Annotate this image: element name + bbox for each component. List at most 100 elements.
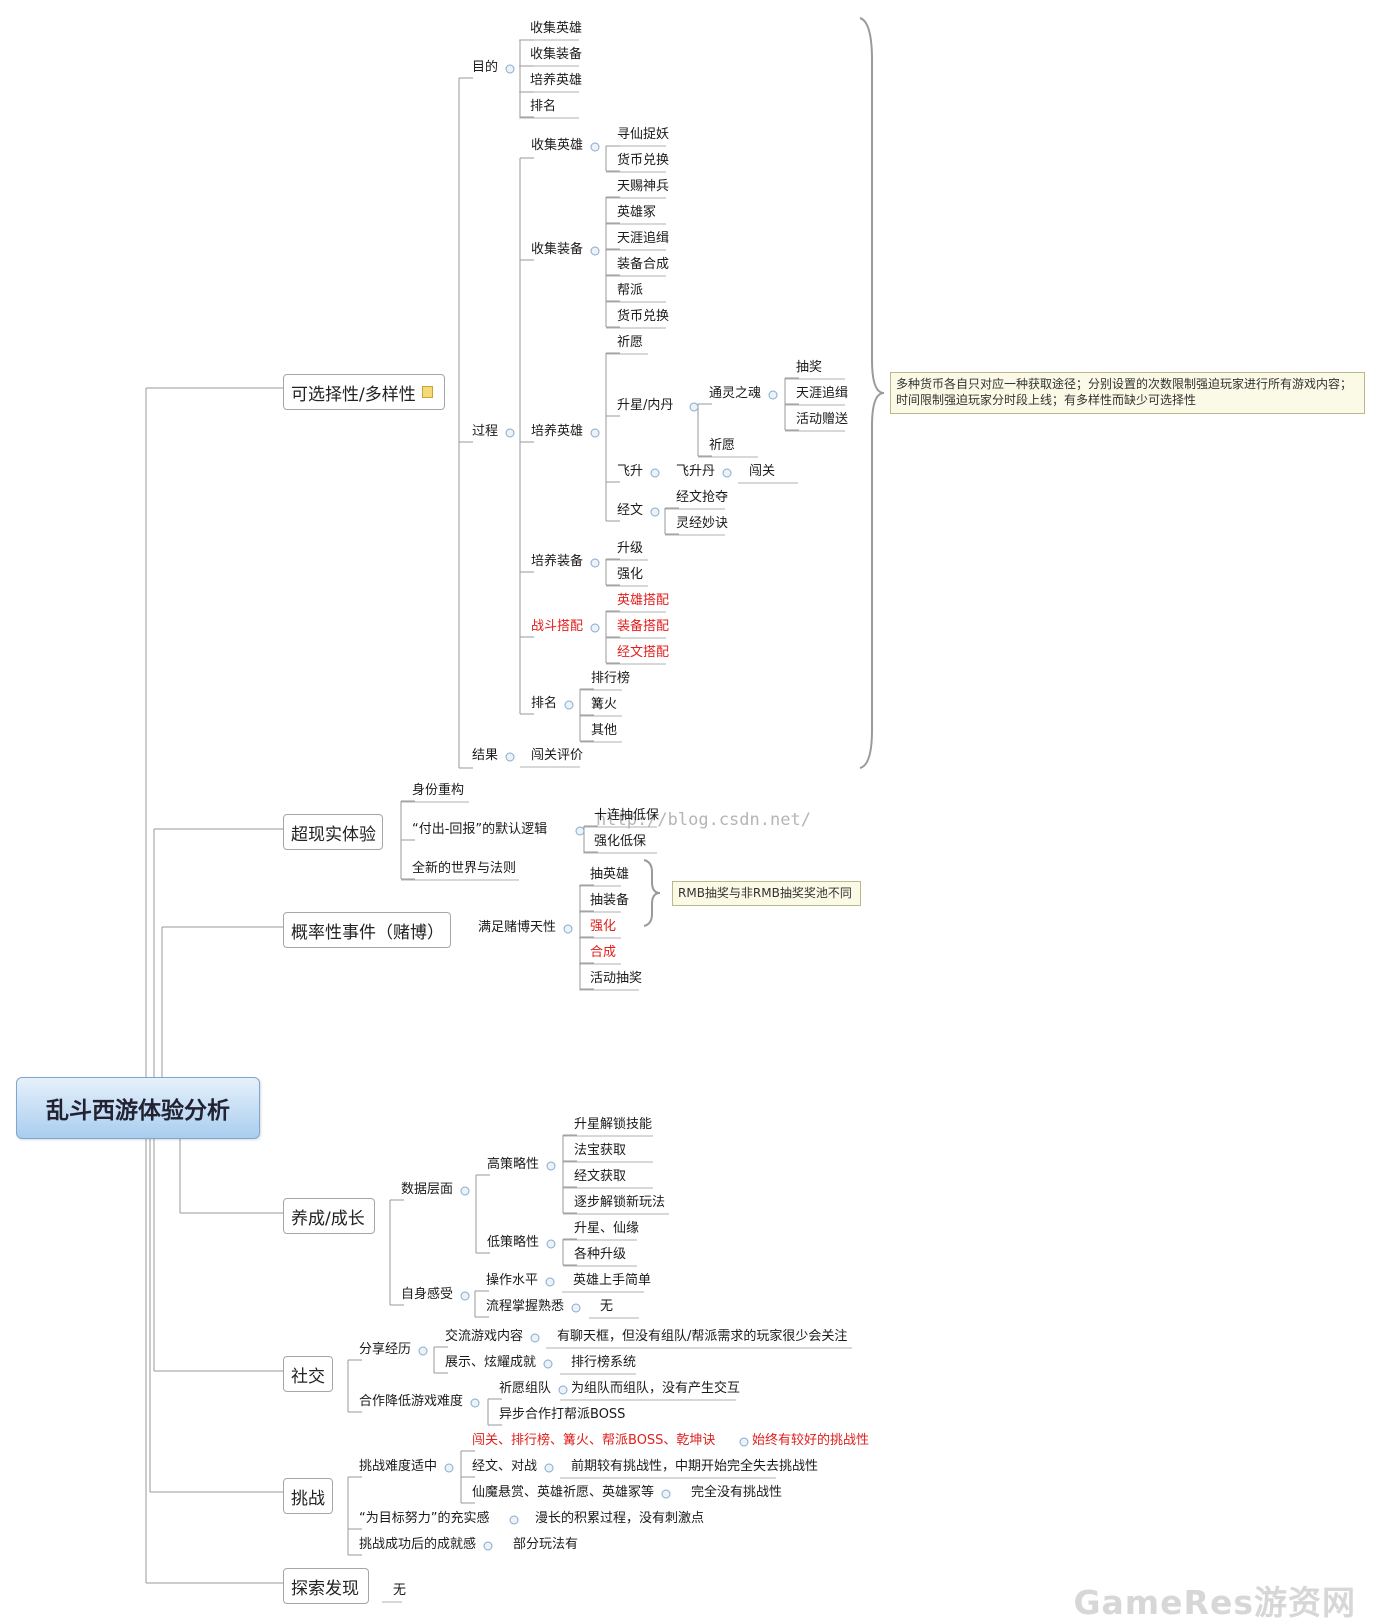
map-node[interactable]: 无	[393, 1583, 407, 1598]
map-node[interactable]: 通灵之魂	[709, 386, 762, 401]
map-node[interactable]: 完全没有挑战性	[691, 1485, 783, 1500]
map-node[interactable]: 全新的世界与法则	[412, 861, 517, 876]
map-node[interactable]: 仙魔悬赏、英雄祈愿、英雄冢等	[472, 1485, 655, 1500]
map-node[interactable]: 操作水平	[486, 1273, 539, 1288]
map-node[interactable]: 祈愿	[709, 438, 736, 453]
map-node[interactable]: 部分玩法有	[513, 1537, 579, 1552]
map-node[interactable]: “为目标努力”的充实感	[359, 1511, 490, 1526]
collapse-toggle	[505, 752, 515, 762]
map-node[interactable]: 英雄冢	[617, 205, 657, 220]
map-node[interactable]: 篝火	[591, 697, 618, 712]
map-node[interactable]: 货币兑换	[617, 309, 670, 324]
map-node[interactable]: 排名	[530, 99, 557, 114]
map-node[interactable]: 天赐神兵	[617, 179, 670, 194]
map-node[interactable]: 法宝获取	[574, 1143, 627, 1158]
map-node[interactable]: 经文	[617, 503, 644, 518]
map-node[interactable]: 灵经妙诀	[676, 516, 729, 531]
map-node[interactable]: 战斗搭配	[531, 619, 584, 634]
map-node[interactable]: 祈愿组队	[499, 1381, 552, 1396]
map-node[interactable]: 培养装备	[531, 554, 584, 569]
map-node[interactable]: 合作降低游戏难度	[359, 1394, 464, 1409]
map-node[interactable]: 排行榜系统	[571, 1355, 637, 1370]
map-node[interactable]: 漫长的积累过程，没有刺激点	[535, 1511, 705, 1526]
map-node[interactable]: “付出-回报”的默认逻辑	[412, 822, 548, 837]
map-node[interactable]: 始终有较好的挑战性	[752, 1433, 870, 1448]
map-node[interactable]: 升级	[617, 541, 644, 556]
map-node[interactable]: 自身感受	[401, 1287, 454, 1302]
map-node[interactable]: 前期较有挑战性，中期开始完全失去挑战性	[571, 1459, 819, 1474]
map-node[interactable]: 排名	[531, 696, 558, 711]
map-node[interactable]: 天涯追缉	[617, 231, 670, 246]
map-node[interactable]: 收集装备	[530, 47, 583, 62]
map-node[interactable]: 抽奖	[796, 360, 823, 375]
note-icon[interactable]	[421, 386, 433, 398]
map-node[interactable]: 满足赌博天性	[478, 920, 557, 935]
map-node[interactable]: 收集英雄	[530, 21, 583, 36]
topic-social[interactable]: 社交	[283, 1356, 333, 1392]
map-node[interactable]: 抽英雄	[590, 867, 630, 882]
map-node[interactable]: 培养英雄	[531, 424, 584, 439]
map-node[interactable]: 飞升	[617, 464, 644, 479]
map-node[interactable]: 其他	[591, 723, 618, 738]
map-node[interactable]: 天涯追缉	[796, 386, 849, 401]
map-node[interactable]: 装备搭配	[617, 619, 670, 634]
map-node[interactable]: 低策略性	[487, 1235, 540, 1250]
map-node[interactable]: 寻仙捉妖	[617, 127, 670, 142]
map-node[interactable]: 无	[600, 1299, 614, 1314]
topic-growth[interactable]: 养成/成长	[283, 1198, 375, 1234]
map-node[interactable]: 飞升丹	[676, 464, 716, 479]
map-node[interactable]: 经文搭配	[617, 645, 670, 660]
map-node[interactable]: 强化	[617, 567, 644, 582]
map-node[interactable]: 收集英雄	[531, 138, 584, 153]
map-node[interactable]: 强化低保	[594, 834, 647, 849]
map-node[interactable]: 为组队而组队，没有产生交互	[571, 1381, 741, 1396]
map-node[interactable]: 挑战难度适中	[359, 1459, 438, 1474]
map-node[interactable]: 有聊天框，但没有组队/帮派需求的玩家很少会关注	[557, 1329, 848, 1344]
map-node[interactable]: 升星/内丹	[617, 398, 674, 413]
topic-challenge[interactable]: 挑战	[283, 1478, 333, 1514]
map-node[interactable]: 收集装备	[531, 242, 584, 257]
map-node[interactable]: 闯关评价	[531, 748, 584, 763]
map-node[interactable]: 展示、炫耀成就	[445, 1355, 537, 1370]
map-node[interactable]: 合成	[590, 945, 617, 960]
map-node[interactable]: 交流游戏内容	[445, 1329, 524, 1344]
map-node[interactable]: 经文抢夺	[676, 490, 729, 505]
map-node[interactable]: 高策略性	[487, 1157, 540, 1172]
topic-gambling[interactable]: 概率性事件（赌博）	[283, 912, 451, 948]
topic-exploration[interactable]: 探索发现	[283, 1568, 369, 1604]
map-node[interactable]: 升星解锁技能	[574, 1117, 653, 1132]
map-node[interactable]: 过程	[472, 424, 499, 439]
map-node[interactable]: 升星、仙缘	[574, 1221, 640, 1236]
collapse-toggle	[460, 1291, 470, 1301]
map-node[interactable]: 各种升级	[574, 1247, 627, 1262]
map-node[interactable]: 英雄搭配	[617, 593, 670, 608]
map-node[interactable]: 十连抽低保	[594, 808, 660, 823]
map-node[interactable]: 异步合作打帮派BOSS	[499, 1407, 626, 1422]
map-node[interactable]: 闯关、排行榜、篝火、帮派BOSS、乾坤诀	[472, 1433, 716, 1448]
map-node[interactable]: 目的	[472, 60, 499, 75]
map-node[interactable]: 活动抽奖	[590, 971, 643, 986]
map-node[interactable]: 装备合成	[617, 257, 670, 272]
map-node[interactable]: 分享经历	[359, 1342, 412, 1357]
map-node[interactable]: 挑战成功后的成就感	[359, 1537, 477, 1552]
map-node[interactable]: 英雄上手简单	[573, 1273, 652, 1288]
map-node[interactable]: 身份重构	[412, 783, 465, 798]
map-node[interactable]: 排行榜	[591, 671, 631, 686]
map-node[interactable]: 流程掌握熟悉	[486, 1299, 565, 1314]
map-node[interactable]: 帮派	[617, 283, 644, 298]
map-node[interactable]: 经文、对战	[472, 1459, 538, 1474]
map-node[interactable]: 培养英雄	[530, 73, 583, 88]
topic-choice-variety[interactable]: 可选择性/多样性	[283, 374, 445, 410]
map-node[interactable]: 逐步解锁新玩法	[574, 1195, 666, 1210]
map-node[interactable]: 抽装备	[590, 893, 630, 908]
map-node[interactable]: 祈愿	[617, 335, 644, 350]
map-node[interactable]: 经文获取	[574, 1169, 627, 1184]
map-node[interactable]: 结果	[472, 748, 499, 763]
map-node[interactable]: 强化	[590, 919, 617, 934]
map-node[interactable]: 闯关	[749, 464, 776, 479]
root-topic[interactable]: 乱斗西游体验分析	[16, 1077, 260, 1139]
topic-surreal-experience[interactable]: 超现实体验	[283, 814, 383, 850]
map-node[interactable]: 货币兑换	[617, 153, 670, 168]
map-node[interactable]: 活动赠送	[796, 412, 849, 427]
map-node[interactable]: 数据层面	[401, 1182, 454, 1197]
